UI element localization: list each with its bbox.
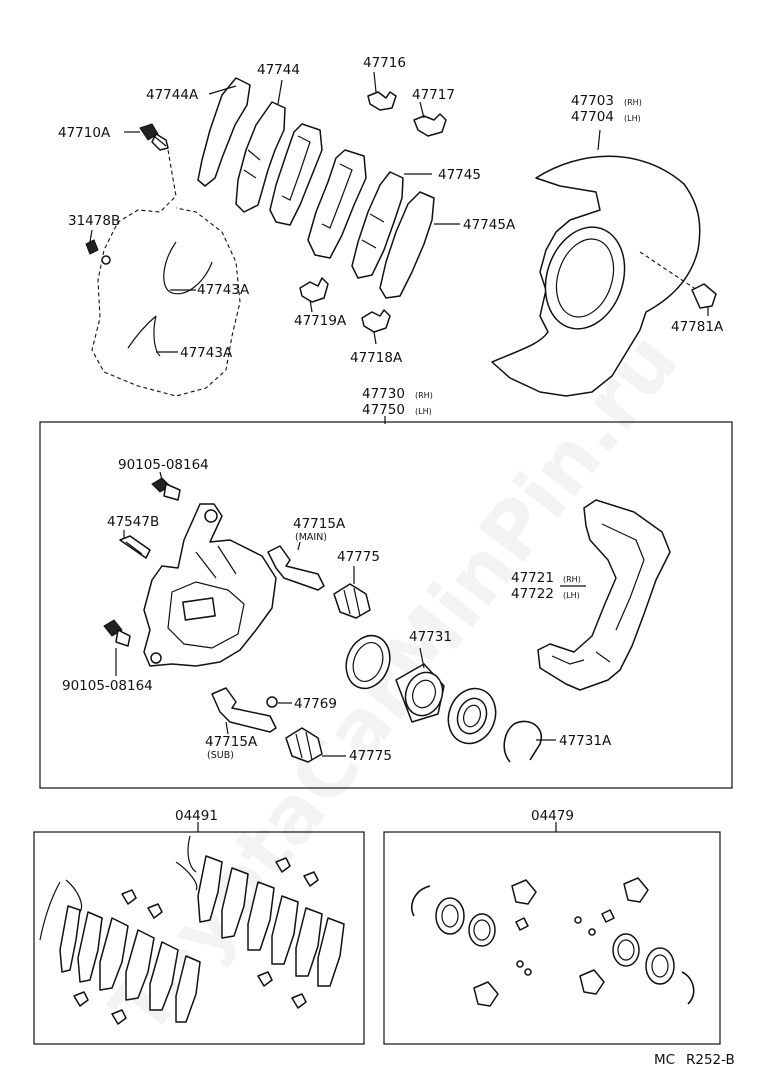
footer-ref: R252-B [686, 1052, 735, 1068]
wear-indicator-47743a-upper [163, 241, 213, 295]
bolt-90105-08164-top [151, 477, 181, 501]
piston [395, 663, 445, 723]
anti-squeal-shim-47744 [235, 101, 286, 213]
brake-pad-center [307, 149, 367, 259]
leader-lines [89, 71, 709, 832]
bolt-47781a [639, 251, 717, 309]
label-47703: 47703 [571, 93, 614, 109]
footer-mc: MC [654, 1052, 675, 1068]
label-04479: 04479 [531, 808, 574, 824]
label-47722-side: (LH) [563, 591, 580, 600]
piston-seal-47731 [345, 634, 391, 690]
label-47745: 47745 [438, 167, 481, 183]
label-47721-side: (RH) [563, 575, 581, 584]
label-47781a: 47781A [671, 319, 724, 335]
set-ring-47731a [503, 720, 543, 763]
label-47775-2: 47775 [349, 748, 392, 764]
label-47744: 47744 [257, 62, 300, 78]
cylinder-kit-contents [410, 877, 695, 1007]
label-47719a: 47719A [294, 313, 347, 329]
label-47715a-sub-note: (SUB) [207, 750, 234, 761]
cylinder-kit-04479-box [383, 831, 721, 1045]
label-47704: 47704 [571, 109, 614, 125]
label-31478b: 31478B [68, 213, 120, 229]
label-47769: 47769 [294, 696, 337, 712]
label-47721: 47721 [511, 570, 554, 586]
label-47716: 47716 [363, 55, 406, 71]
label-47750-side: (LH) [415, 407, 432, 416]
label-90105-bottom: 90105-08164 [62, 678, 153, 694]
label-47718a: 47718A [350, 350, 403, 366]
label-47703-side: (RH) [624, 98, 642, 107]
label-47744a: 47744A [146, 87, 199, 103]
label-47731a: 47731A [559, 733, 612, 749]
watermark: ToyotaCarMinPin.ru [94, 317, 696, 1052]
label-47722: 47722 [511, 586, 554, 602]
wear-indicator-47743a-lower [127, 315, 161, 357]
label-47775-1: 47775 [337, 549, 380, 565]
label-47743a-2: 47743A [180, 345, 233, 361]
brake-pad-left [269, 123, 323, 226]
label-47715a-main-note: (MAIN) [295, 532, 327, 543]
label-47715a-main: 47715A [293, 516, 346, 532]
label-47717: 47717 [412, 87, 455, 103]
label-04491: 04491 [175, 808, 218, 824]
label-47745a: 47745A [463, 217, 516, 233]
label-90105-top: 90105-08164 [118, 457, 209, 473]
anti-squeal-shim-47745a [379, 191, 435, 299]
label-47547b: 47547B [107, 514, 159, 530]
label-47710a: 47710A [58, 125, 111, 141]
anti-squeal-shim-47745 [351, 171, 404, 279]
caliper-assembly-box [39, 421, 733, 789]
label-47730-side: (RH) [415, 391, 433, 400]
caliper-cylinder [143, 503, 277, 667]
boot-47775-upper [333, 583, 371, 619]
pad-clip-47719a [299, 277, 329, 303]
boot-47775-lower [285, 727, 323, 763]
pad-kit-04491-box [33, 831, 365, 1045]
slide-pin-47715a-main [267, 545, 325, 591]
label-47731: 47731 [409, 629, 452, 645]
pad-clip-47717 [413, 113, 447, 137]
slide-pin-47715a-sub [211, 687, 277, 733]
disc-brake-dust-cover [491, 155, 701, 397]
label-47704-side: (LH) [624, 114, 641, 123]
bolt-47710a [139, 123, 169, 151]
label-47750: 47750 [362, 402, 405, 418]
bushing-47769 [266, 696, 278, 708]
pad-clip-47716 [367, 91, 397, 111]
bleeder-cap-31478b [85, 239, 111, 265]
anti-squeal-shim-47744a [197, 77, 251, 187]
pad-clip-47718a [361, 309, 391, 333]
bolt-90105-08164-bottom [103, 619, 131, 647]
label-47730: 47730 [362, 386, 405, 402]
caliper-mounting-bracket [537, 499, 671, 691]
bleeder-plug-47547b [119, 535, 151, 559]
pad-kit-contents [39, 835, 345, 1025]
cylinder-boot [447, 687, 497, 745]
label-47743a-1: 47743A [197, 282, 250, 298]
label-47715a-sub: 47715A [205, 734, 258, 750]
